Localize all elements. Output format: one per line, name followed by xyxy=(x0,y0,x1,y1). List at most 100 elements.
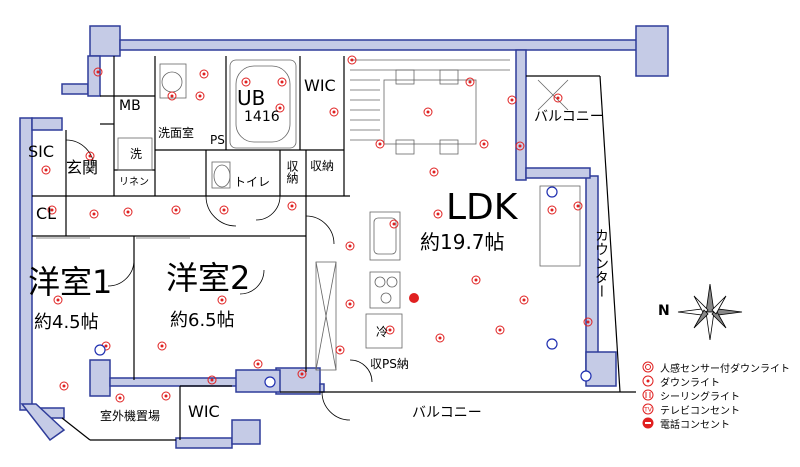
downlight-marker-dot xyxy=(438,336,442,340)
downlight-marker-dot xyxy=(436,212,440,216)
downlight-marker-dot xyxy=(104,344,108,348)
tv-outlet-marker xyxy=(94,344,106,356)
ceiling-light-icon xyxy=(642,389,654,401)
downlight-marker xyxy=(59,381,69,391)
sensor-downlight-icon xyxy=(642,361,654,373)
tv-outlet-marker xyxy=(264,376,276,388)
room-wic-bottom: WIC xyxy=(188,402,220,421)
light-markers xyxy=(41,55,593,403)
room-storage-1: 収納 xyxy=(285,160,299,184)
exterior-walls xyxy=(19,25,669,449)
legend-item: 人感センサー付ダウンライト xyxy=(642,360,790,375)
downlight-marker xyxy=(171,205,181,215)
legend-item: シーリングライト xyxy=(642,388,790,403)
downlight-marker xyxy=(435,333,445,343)
downlight-marker xyxy=(275,103,285,113)
room-ub-size: 1416 xyxy=(244,109,280,125)
downlight-marker-dot xyxy=(164,394,168,398)
downlight-marker-dot xyxy=(556,96,560,100)
compass-icon xyxy=(677,283,743,341)
room-yoshitsu-2: 洋室2 xyxy=(166,259,251,297)
legend: 人感センサー付ダウンライト ダウンライト シーリングライト TV テレビコンセン… xyxy=(642,360,790,431)
downlight-marker xyxy=(547,205,557,215)
downlight-marker-dot xyxy=(174,208,178,212)
svg-text:TV: TV xyxy=(643,407,653,414)
downlight-marker-dot xyxy=(222,208,226,212)
downlight-marker-dot xyxy=(338,348,342,352)
room-ub: UB xyxy=(237,86,266,110)
downlight-marker-dot xyxy=(160,344,164,348)
legend-item: 電話コンセント xyxy=(642,416,790,431)
room-balcony-top: バルコニー xyxy=(534,109,604,125)
downlight-marker xyxy=(217,295,227,305)
downlight-marker-dot xyxy=(170,94,174,98)
downlight-marker-dot xyxy=(432,170,436,174)
room-fridge: 冷 xyxy=(376,325,389,339)
downlight-marker-dot xyxy=(210,378,214,382)
tv-outlet-marker xyxy=(546,338,558,350)
room-storage-ps: 収PS納 xyxy=(370,357,409,371)
downlight-marker xyxy=(389,219,399,229)
downlight-marker-dot xyxy=(198,94,202,98)
downlight-marker xyxy=(573,201,583,211)
legend-label: 電話コンセント xyxy=(660,419,730,431)
room-toilet: トイレ xyxy=(234,175,271,189)
downlight-marker xyxy=(85,151,95,161)
room-sic: SIC xyxy=(28,142,55,161)
legend-label: 人感センサー付ダウンライト xyxy=(660,363,790,375)
downlight-marker-dot xyxy=(92,212,96,216)
downlight-marker xyxy=(287,201,297,211)
downlight-marker xyxy=(93,67,103,77)
downlight-marker xyxy=(495,325,505,335)
downlight-marker xyxy=(167,91,177,101)
downlight-marker xyxy=(335,345,345,355)
legend-label: ダウンライト xyxy=(660,377,720,389)
downlight-marker-dot xyxy=(378,142,382,146)
downlight-marker-dot xyxy=(348,302,352,306)
downlight-marker-dot xyxy=(586,320,590,324)
downlight-marker xyxy=(199,69,209,79)
downlight-marker-dot xyxy=(244,80,248,84)
downlight-marker xyxy=(515,141,525,151)
downlight-marker xyxy=(161,391,171,401)
downlight-marker xyxy=(507,95,517,105)
room-yoshitsu-1: 洋室1 xyxy=(28,263,113,301)
downlight-marker xyxy=(385,325,395,335)
downlight-marker xyxy=(329,107,339,117)
room-cl: CL xyxy=(36,204,57,223)
legend-label: テレビコンセント xyxy=(660,405,740,417)
downlight-marker-dot xyxy=(576,204,580,208)
room-wash: 洗 xyxy=(130,147,143,161)
downlight-marker xyxy=(241,77,251,87)
downlight-marker xyxy=(123,207,133,217)
downlight-marker xyxy=(219,205,229,215)
downlight-marker-dot xyxy=(290,204,294,208)
downlight-marker xyxy=(465,77,475,87)
room-storage-2: 収納 xyxy=(310,159,335,173)
legend-item: TV テレビコンセント xyxy=(642,402,790,417)
room-mb: MB xyxy=(119,98,141,114)
downlight-marker-dot xyxy=(126,210,130,214)
room-yoshitsu-2-size: 約6.5帖 xyxy=(170,310,235,331)
downlight-marker-dot xyxy=(522,298,526,302)
downlight-marker-dot xyxy=(498,328,502,332)
downlight-marker-dot xyxy=(474,278,478,282)
room-ldk: LDK xyxy=(446,187,518,228)
downlight-marker xyxy=(583,317,593,327)
phone-outlet-icon xyxy=(642,417,654,429)
door-swings xyxy=(65,139,373,421)
downlight-icon xyxy=(642,375,654,387)
downlight-marker xyxy=(433,209,443,219)
room-counter: カウンター xyxy=(593,228,609,298)
downlight-marker xyxy=(471,275,481,285)
downlight-marker-dot xyxy=(50,208,54,212)
downlight-marker xyxy=(195,91,205,101)
downlight-marker-dot xyxy=(426,110,430,114)
downlight-marker-dot xyxy=(56,298,60,302)
downlight-marker-dot xyxy=(280,80,284,84)
downlight-marker xyxy=(277,77,287,87)
downlight-marker xyxy=(347,55,357,65)
downlight-marker xyxy=(157,341,167,351)
downlight-marker xyxy=(519,295,529,305)
downlight-marker-dot xyxy=(118,396,122,400)
